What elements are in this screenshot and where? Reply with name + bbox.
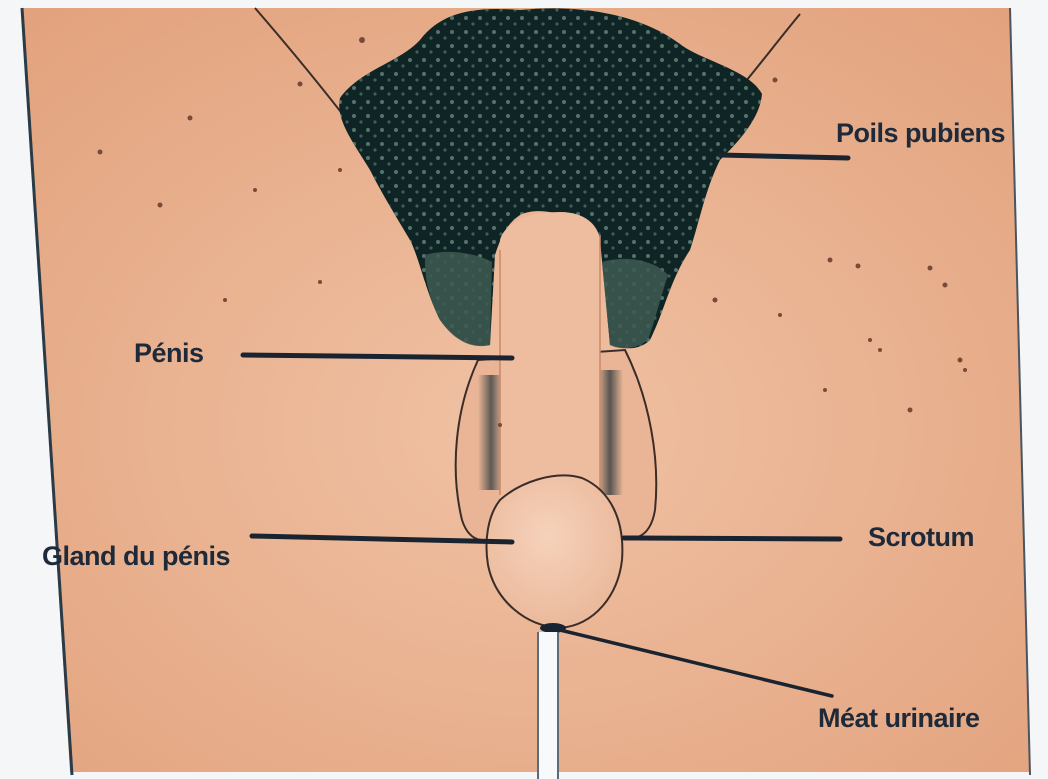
leader-line-scrotum [624, 538, 840, 539]
penis-shaft [500, 212, 600, 500]
label-pubic-hair: Poils pubiens [836, 120, 1005, 147]
paper-fold [538, 632, 558, 779]
label-glans: Gland du pénis [42, 543, 230, 570]
label-scrotum: Scrotum [868, 524, 974, 551]
leader-line-pubic-hair [720, 155, 848, 158]
label-penis: Pénis [134, 340, 204, 367]
scrotum-shade-right [597, 370, 623, 495]
label-urinary-meatus: Méat urinaire [818, 705, 980, 732]
leader-line-penis [243, 355, 512, 358]
